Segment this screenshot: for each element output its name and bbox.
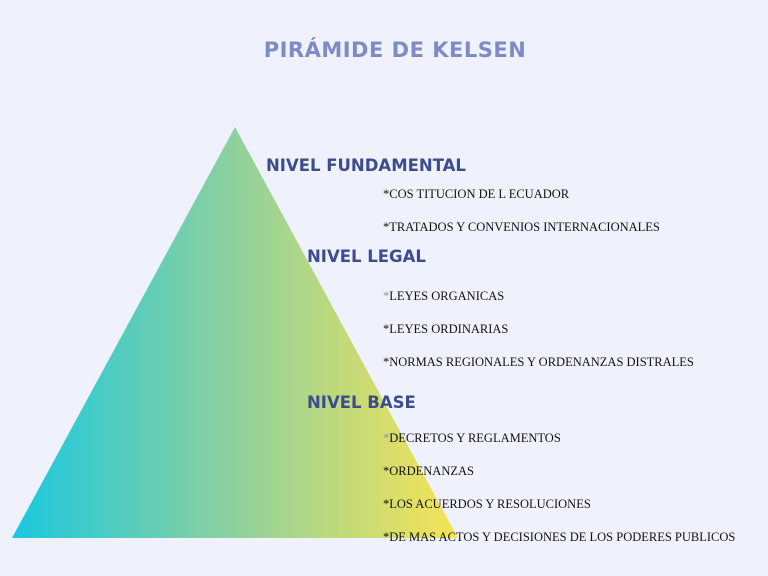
bullet: * [383,220,390,234]
list-item: *LEYES ORDINARIAS [383,322,508,337]
level-heading-fundamental: NIVEL FUNDAMENTAL [266,156,466,175]
item-text: ORDENANZAS [389,464,474,478]
item-text: TRATADOS Y CONVENIOS INTERNACIONALES [389,220,660,234]
item-text: LOS ACUERDOS Y RESOLUCIONES [389,497,591,511]
list-item: *ORDENANZAS [383,464,474,479]
item-text: NORMAS REGIONALES Y ORDENANZAS DISTRALES [389,355,694,369]
item-text: COS TITUCION DE L ECUADOR [389,187,570,201]
bullet: * [383,497,390,511]
bullet: * [383,530,390,544]
pyramid-shape [12,127,458,538]
list-item: *LOS ACUERDOS Y RESOLUCIONES [383,497,591,512]
list-item: *TRATADOS Y CONVENIOS INTERNACIONALES [383,220,660,235]
bullet: * [383,289,390,303]
bullet: * [383,464,390,478]
list-item: *NORMAS REGIONALES Y ORDENANZAS DISTRALE… [383,355,694,370]
item-text: DE MAS ACTOS Y DECISIONES DE LOS PODERES… [389,530,736,544]
item-text: LEYES ORGANICAS [389,289,505,303]
list-item: *LEYES ORGANICAS [383,289,504,304]
item-text: DECRETOS Y REGLAMENTOS [389,431,561,445]
bullet: * [383,322,390,336]
list-item: *DE MAS ACTOS Y DECISIONES DE LOS PODERE… [383,530,735,545]
level-heading-legal: NIVEL LEGAL [307,247,426,266]
item-text: LEYES ORDINARIAS [389,322,509,336]
bullet: * [383,431,390,445]
bullet: * [383,355,390,369]
diagram-title: PIRÁMIDE DE KELSEN [263,38,527,62]
level-heading-base: NIVEL BASE [307,393,416,412]
list-item: *DECRETOS Y REGLAMENTOS [383,431,561,446]
list-item: *COS TITUCION DE L ECUADOR [383,187,569,202]
bullet: * [383,187,390,201]
